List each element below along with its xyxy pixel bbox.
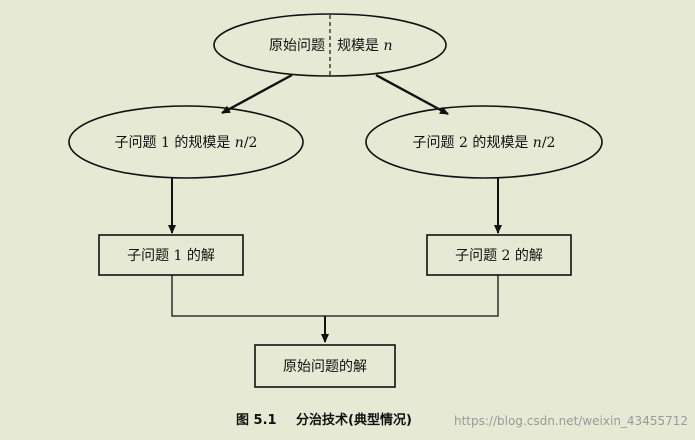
figure-title: 分治技术(典型情况) — [296, 412, 412, 428]
solution-1-box: 子问题 1 的解 — [98, 234, 244, 276]
root-problem-node: 原始问题 规模是 n — [213, 13, 447, 77]
subproblem-2-node: 子问题 2 的规模是 n/2 — [365, 105, 603, 179]
merge-connector — [171, 275, 499, 317]
subproblem-1-label: 子问题 1 的规模是 n/2 — [115, 135, 258, 151]
arrow-root-to-sub1 — [221, 73, 293, 115]
final-solution-label: 原始问题的解 — [283, 359, 367, 375]
arrow-root-to-sub2 — [375, 73, 449, 116]
final-solution-box: 原始问题的解 — [254, 344, 396, 388]
watermark-url: https://blog.csdn.net/weixin_43455712 — [454, 414, 688, 428]
subproblem-1-node: 子问题 1 的规模是 n/2 — [68, 105, 304, 179]
solution-2-box: 子问题 2 的解 — [426, 234, 572, 276]
figure-number: 图 5.1 — [236, 413, 277, 428]
root-right-label: 规模是 n — [337, 38, 392, 54]
solution-1-label: 子问题 1 的解 — [127, 248, 215, 264]
subproblem-2-label: 子问题 2 的规模是 n/2 — [413, 135, 556, 151]
root-left-label: 原始问题 — [269, 38, 325, 54]
solution-2-label: 子问题 2 的解 — [455, 248, 543, 264]
